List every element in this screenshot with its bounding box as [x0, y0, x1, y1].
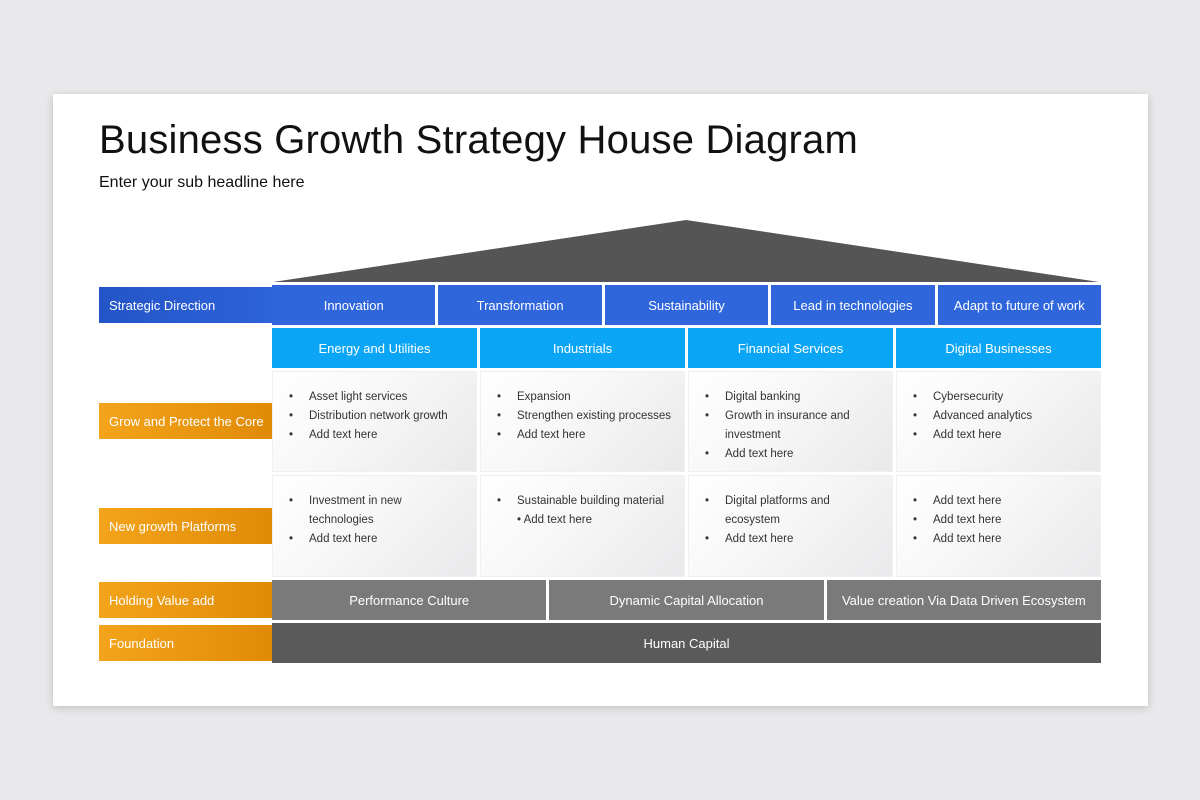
core-row: Asset light services Distribution networ…: [272, 371, 1101, 472]
list-item: Strengthen existing processes: [495, 407, 676, 426]
list-item: Digital platforms and ecosystem: [703, 492, 884, 530]
direction-cell: Sustainability: [604, 285, 769, 325]
roof-triangle: [273, 220, 1099, 282]
platforms-row: Investment in new technologies Add text …: [272, 475, 1101, 577]
direction-cell: Adapt to future of work: [937, 285, 1102, 325]
list-item: Add text here: [287, 426, 468, 445]
list-item: Distribution network growth: [287, 407, 468, 426]
list-item: Add text here: [495, 426, 676, 445]
platform-cell: Digital platforms and ecosystem Add text…: [688, 475, 893, 577]
label-holding-value-add: Holding Value add: [99, 582, 272, 618]
direction-cell: Innovation: [272, 285, 436, 325]
house-roof: [271, 218, 1101, 284]
list-item: Add text here: [703, 530, 884, 549]
list-item: • Add text here: [517, 514, 592, 526]
core-cell: Digital banking Growth in insurance and …: [688, 371, 893, 472]
core-cell: Expansion Strengthen existing processes …: [480, 371, 685, 472]
value-cell: Performance Culture: [272, 580, 547, 620]
list-item: Asset light services: [287, 388, 468, 407]
platform-cell: Sustainable building material • Add text…: [480, 475, 685, 577]
roof-shape: [273, 220, 1099, 282]
list-item: Sustainable building material: [495, 492, 676, 511]
holding-value-row: Performance Culture Dynamic Capital Allo…: [272, 580, 1101, 620]
page-title: Business Growth Strategy House Diagram: [99, 118, 859, 162]
category-header: Energy and Utilities: [272, 328, 477, 368]
value-cell: Value creation Via Data Driven Ecosystem: [826, 580, 1101, 620]
direction-cell: Lead in technologies: [771, 285, 935, 325]
list-item: Add text here: [911, 511, 1092, 530]
list-item: Add text here: [703, 445, 884, 464]
core-cell: Cybersecurity Advanced analytics Add tex…: [896, 371, 1101, 472]
list-item: Digital banking: [703, 388, 884, 407]
label-foundation: Foundation: [99, 625, 272, 661]
slide: Business Growth Strategy House Diagram E…: [53, 94, 1148, 706]
value-cell: Dynamic Capital Allocation: [549, 580, 824, 620]
list-item: Advanced analytics: [911, 407, 1092, 426]
category-header: Industrials: [480, 328, 685, 368]
list-item: Add text here: [911, 426, 1092, 445]
label-strategic-direction: Strategic Direction: [99, 287, 272, 323]
platform-cell: Investment in new technologies Add text …: [272, 475, 477, 577]
list-item: Growth in insurance and investment: [703, 407, 884, 445]
list-item: Cybersecurity: [911, 388, 1092, 407]
category-header: Digital Businesses: [896, 328, 1101, 368]
list-item: Add text here: [911, 492, 1092, 511]
list-item: Expansion: [495, 388, 676, 407]
platform-cell: Add text here Add text here Add text her…: [896, 475, 1101, 577]
label-new-growth-platforms: New growth Platforms: [99, 508, 272, 544]
foundation-bar: Human Capital: [272, 623, 1101, 663]
strategic-direction-row: Innovation Transformation Sustainability…: [272, 285, 1102, 325]
page-subtitle: Enter your sub headline here: [99, 174, 305, 191]
core-cell: Asset light services Distribution networ…: [272, 371, 477, 472]
list-item: Add text here: [911, 530, 1092, 549]
list-item: Investment in new technologies: [287, 492, 468, 530]
direction-cell: Transformation: [438, 285, 602, 325]
category-header: Financial Services: [688, 328, 893, 368]
category-row: Energy and Utilities Industrials Financi…: [272, 328, 1101, 368]
list-item: Add text here: [287, 530, 468, 549]
label-grow-protect-core: Grow and Protect the Core: [99, 403, 272, 439]
